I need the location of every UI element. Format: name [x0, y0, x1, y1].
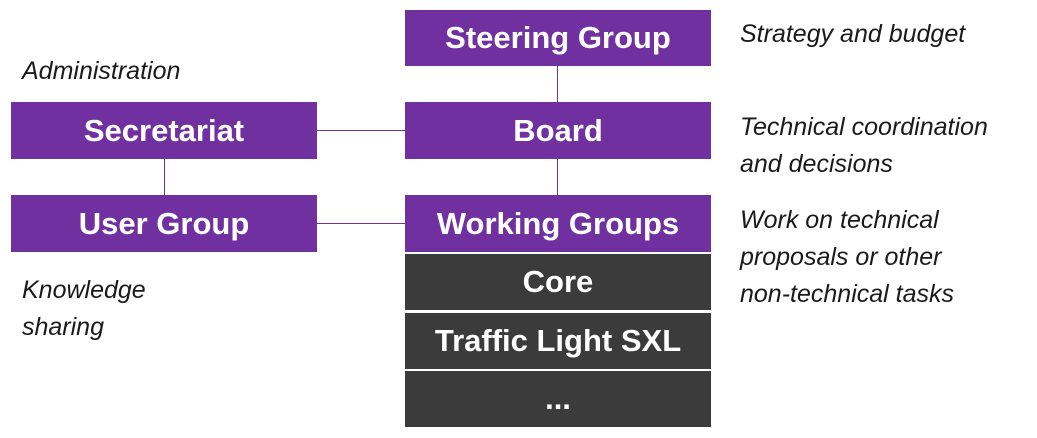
- board-note-line-1: Technical coordination: [740, 113, 988, 141]
- knowledge-note-line-2: sharing: [22, 313, 104, 341]
- connector-steering-board: [557, 66, 558, 102]
- connector-secretariat-board: [317, 130, 405, 131]
- administration-note: Administration: [22, 57, 181, 85]
- working-groups-box: Working Groups: [405, 195, 711, 252]
- knowledge-sharing-note: Knowledge sharing: [22, 272, 146, 346]
- knowledge-note-line-1: Knowledge: [22, 276, 146, 304]
- board-note: Technical coordination and decisions: [740, 109, 988, 183]
- core-box: Core: [405, 254, 711, 310]
- working-groups-note-line-1: Work on technical: [740, 206, 939, 234]
- steering-group-box: Steering Group: [405, 10, 711, 66]
- steering-note: Strategy and budget: [740, 20, 966, 48]
- connector-board-working-groups: [557, 159, 558, 195]
- secretariat-box: Secretariat: [11, 102, 317, 159]
- user-group-box: User Group: [11, 195, 317, 252]
- working-groups-note-line-3: non-technical tasks: [740, 280, 955, 308]
- board-note-line-2: and decisions: [740, 150, 893, 178]
- working-groups-note-line-2: proposals or other: [740, 243, 942, 271]
- traffic-light-sxl-box: Traffic Light SXL: [405, 313, 711, 369]
- connector-user-group-working-groups: [317, 223, 405, 224]
- connector-secretariat-user-group: [164, 159, 165, 195]
- working-groups-note: Work on technical proposals or other non…: [740, 202, 954, 313]
- board-box: Board: [405, 102, 711, 159]
- more-working-groups-box: ...: [405, 371, 711, 427]
